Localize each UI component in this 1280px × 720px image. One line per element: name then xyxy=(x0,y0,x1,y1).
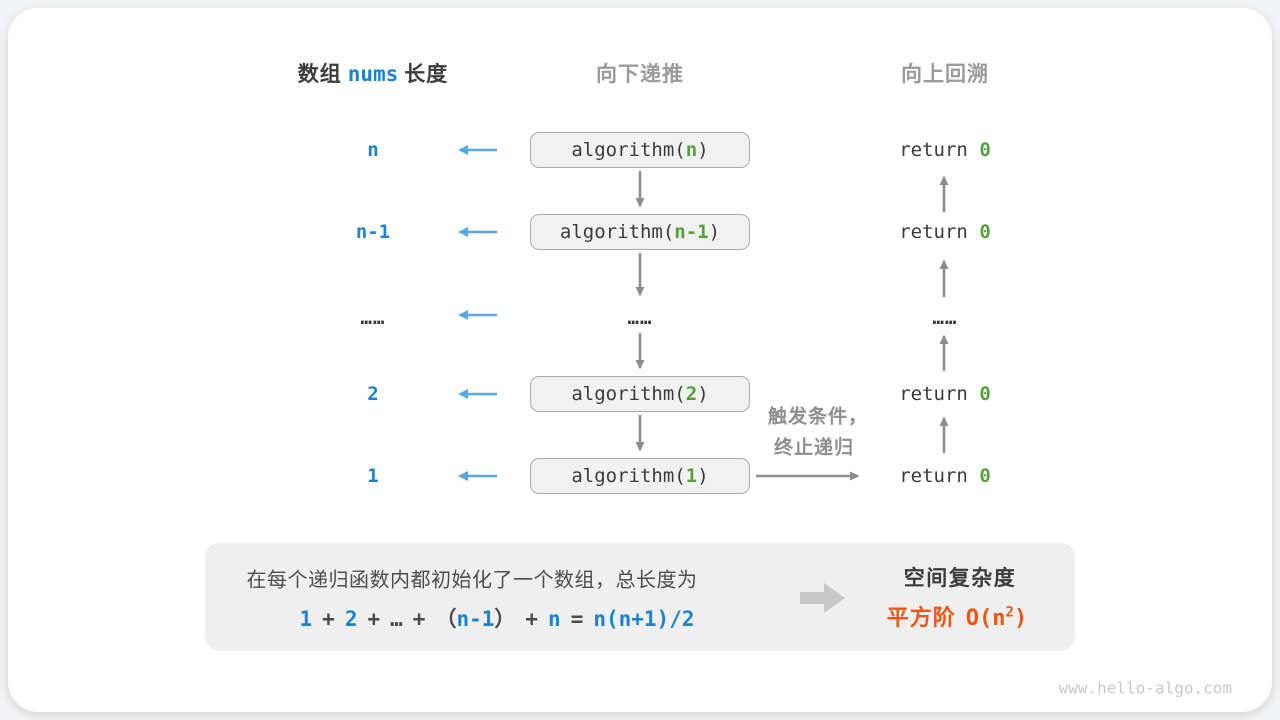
formula-result: n(n+1)/2 xyxy=(593,607,695,631)
call-text: ) xyxy=(697,383,709,405)
formula-term: 2 xyxy=(344,607,358,631)
formula-operator: + xyxy=(412,607,426,631)
call-text: ) xyxy=(708,221,721,243)
column-header-recurse-down: 向下递推 xyxy=(596,63,684,86)
big-o-notation: O(n xyxy=(965,606,1006,631)
return-keyword: return xyxy=(899,465,980,487)
formula-term: n xyxy=(548,607,561,631)
return-statement: return 0 xyxy=(899,139,991,161)
length-label-2: 2 xyxy=(367,383,379,405)
call-box-2: algorithm(2) xyxy=(530,376,750,412)
big-o-exponent: 2 xyxy=(1005,604,1014,621)
formula-ellipsis: … xyxy=(390,607,403,631)
summary-panel xyxy=(205,543,1075,651)
call-ellipsis: …… xyxy=(627,307,653,329)
call-text: algorithm( xyxy=(571,383,686,405)
return-statement: return 0 xyxy=(899,383,991,405)
base-case-note-line2: 终止递归 xyxy=(773,437,855,459)
big-o-notation: ) xyxy=(1013,606,1028,631)
complexity-grade: 平方阶 xyxy=(886,605,956,630)
call-text: algorithm( xyxy=(571,139,686,161)
formula-operator: = xyxy=(570,607,584,631)
call-box-1: algorithm(1) xyxy=(530,458,750,494)
return-keyword: return xyxy=(899,221,980,243)
header-text: 长度 xyxy=(404,63,449,86)
complexity-title: 空间复杂度 xyxy=(903,567,1017,590)
return-statement: return 0 xyxy=(899,221,991,243)
summary-text: 在每个递归函数内都初始化了一个数组，总长度为 xyxy=(246,569,698,592)
call-text: algorithm( xyxy=(559,221,675,243)
base-case-note-line1: 触发条件， xyxy=(767,406,869,428)
summary-formula: 1 +2 + … + （n-1） + n = n(n+1)/2 xyxy=(295,603,700,633)
call-text: ) xyxy=(697,139,709,161)
call-arg: 2 xyxy=(685,383,698,405)
formula-term: n-1 xyxy=(456,607,495,631)
return-keyword: return xyxy=(899,383,980,405)
nums-code-label: nums xyxy=(347,62,399,86)
return-value: 0 xyxy=(979,221,991,243)
formula-operator: + xyxy=(367,607,381,631)
formula-operator: + xyxy=(322,607,335,631)
length-label-n-1: n-1 xyxy=(355,221,391,243)
column-header-backtrack-up: 向上回溯 xyxy=(901,63,989,86)
call-box-n-1: algorithm(n-1) xyxy=(530,214,750,250)
formula-paren-group: （n-1） xyxy=(435,603,515,633)
length-label-1: 1 xyxy=(367,465,379,487)
call-text: ) xyxy=(697,465,709,487)
formula-term: 1 xyxy=(299,607,313,631)
return-statement: return 0 xyxy=(899,465,991,487)
call-arg: n xyxy=(685,139,698,161)
length-label-ellipsis: …… xyxy=(360,307,386,329)
return-keyword: return xyxy=(899,139,980,161)
return-value: 0 xyxy=(979,465,991,487)
header-text: 数组 xyxy=(297,63,342,86)
call-text: algorithm( xyxy=(571,465,686,487)
return-value: 0 xyxy=(979,139,991,161)
call-arg: 1 xyxy=(685,465,698,487)
length-label-n: n xyxy=(367,139,379,161)
result-block-arrow-icon xyxy=(800,583,845,613)
formula-paren: （ xyxy=(435,607,457,631)
return-value: 0 xyxy=(979,383,991,405)
formula-paren: ） xyxy=(494,607,516,631)
formula-operator: + xyxy=(525,607,539,631)
complexity-value: 平方阶 O(n2) xyxy=(887,600,1027,632)
call-arg: n-1 xyxy=(674,221,709,243)
call-box-n: algorithm(n) xyxy=(530,132,750,168)
return-ellipsis: …… xyxy=(932,307,958,329)
site-watermark: www.hello-algo.com xyxy=(1058,678,1232,698)
